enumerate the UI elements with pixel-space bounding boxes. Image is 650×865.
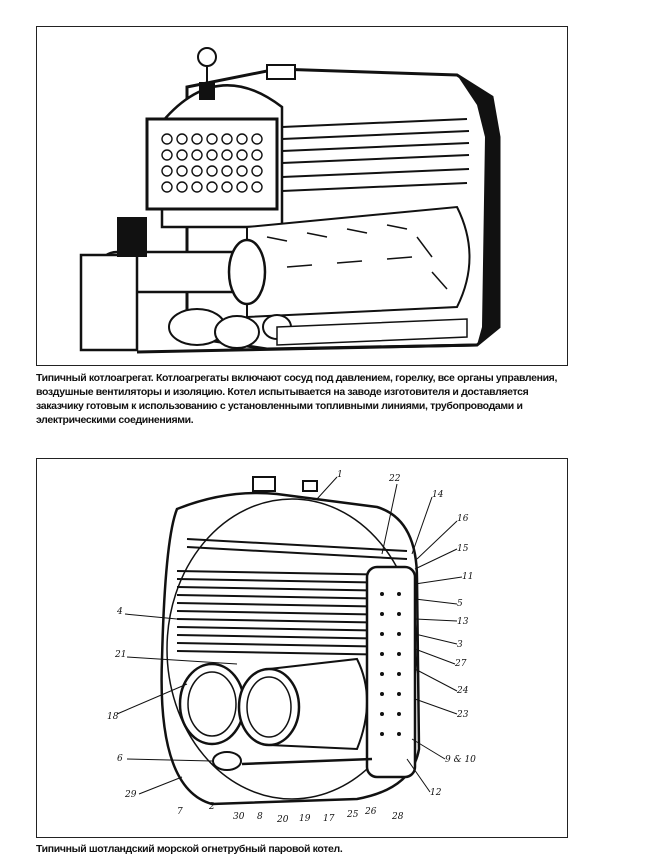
label-28: 28	[391, 812, 404, 822]
boiler-package-caption: Типичный котлоагрегат. Котлоагрегаты вкл…	[36, 372, 558, 426]
label-4: 4	[116, 607, 123, 617]
label-2: 2	[208, 802, 215, 812]
label-29: 29	[124, 790, 137, 800]
label-27: 27	[454, 659, 467, 669]
label-12: 12	[430, 788, 442, 798]
label-16: 16	[457, 514, 469, 524]
label-8: 8	[257, 812, 263, 822]
label-11: 11	[462, 572, 473, 582]
boiler-package-figure	[36, 26, 568, 366]
scotch-marine-boiler-caption: Типичный шотландский морской огнетрубный…	[36, 843, 343, 855]
label-7: 7	[177, 807, 183, 817]
label-14: 14	[432, 490, 444, 500]
label-13: 13	[457, 617, 469, 627]
label-5: 5	[457, 599, 463, 609]
label-20: 20	[276, 815, 289, 825]
label-30: 30	[233, 812, 245, 822]
label-17: 17	[323, 814, 335, 824]
label-24: 24	[456, 686, 469, 696]
boiler-package-illustration	[79, 47, 501, 354]
scotch-marine-boiler-figure: 1 22 14 16 15 11 5 13 3 27 24 23 9 & 10 …	[36, 458, 568, 838]
label-25: 25	[346, 810, 359, 820]
label-9-10: 9 & 10	[445, 755, 476, 765]
label-3: 3	[457, 640, 463, 650]
label-1: 1	[337, 470, 343, 480]
scotch-marine-boiler-illustration: 1 22 14 16 15 11 5 13 3 27 24 23 9 & 10 …	[107, 470, 476, 825]
label-19: 19	[299, 814, 311, 824]
label-22: 22	[388, 474, 401, 484]
label-18: 18	[107, 712, 119, 722]
label-15: 15	[457, 544, 469, 554]
label-21: 21	[114, 650, 126, 660]
label-26: 26	[364, 807, 377, 817]
label-6: 6	[117, 754, 123, 764]
label-23: 23	[456, 710, 469, 720]
